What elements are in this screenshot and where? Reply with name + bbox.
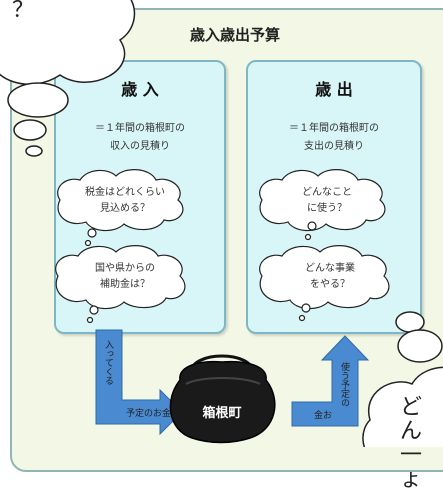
revenue-description: ＝１年間の箱根町の 収入の見積り	[95, 123, 185, 152]
revenue-heading: 歳 入	[121, 80, 159, 99]
revenue-bubble-2-text: 国や県からの 補助金は？	[95, 263, 155, 290]
inflow-vertical-label: 入ってくる	[103, 340, 113, 385]
expenditure-bubble-2-text: どんな事業 をやる？	[305, 263, 355, 290]
revenue-bubble-2	[55, 245, 186, 324]
expenditure-bubble-1	[259, 169, 386, 241]
expenditure-bubble-2	[259, 245, 390, 322]
diagram-graphics	[0, 0, 443, 447]
revenue-bubble-1	[57, 169, 184, 247]
bottom-right-thought-cloud	[362, 311, 443, 447]
revenue-bubble-1-text: 税金はどれくらい 見込める？	[85, 187, 165, 214]
outflow-horizontal-label: 金お	[314, 411, 333, 421]
inflow-horizontal-label: 予定のお金	[126, 409, 172, 419]
outflow-arrow	[291, 335, 370, 427]
page-title: 歳入歳出予算	[189, 26, 280, 44]
outflow-vertical-label: 使う予定の	[339, 362, 349, 407]
purse-icon	[169, 354, 276, 444]
bottom-right-cloud-text: どん 一ょ	[400, 395, 423, 492]
expenditure-heading: 歳 出	[315, 80, 353, 99]
expenditure-description: ＝１年間の箱根町の 支出の見積り	[289, 123, 379, 152]
purse-label: 箱根町	[202, 406, 242, 421]
expenditure-bubble-1-text: どんなこと に使う？	[302, 187, 352, 214]
top-left-cloud-text: ？	[12, 0, 35, 23]
top-left-thought-cloud	[0, 0, 136, 157]
